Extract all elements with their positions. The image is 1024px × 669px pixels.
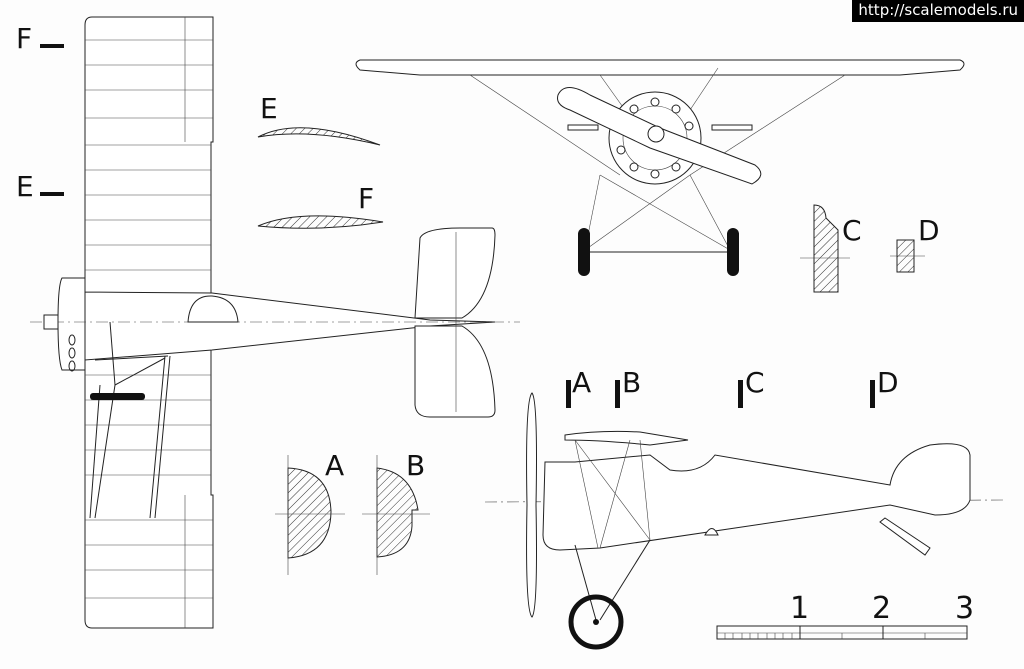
airfoil-label-e: E bbox=[260, 92, 278, 125]
section-label-c: C bbox=[842, 214, 862, 247]
section-label-d: D bbox=[918, 214, 940, 247]
cabane-struts-side bbox=[574, 439, 651, 549]
airfoil-label-f: F bbox=[358, 182, 374, 215]
section-b bbox=[376, 467, 419, 558]
watermark: http://scalemodels.ru bbox=[852, 0, 1024, 22]
scale-label-2: 2 bbox=[872, 591, 891, 626]
wheel-right-front bbox=[727, 228, 739, 276]
strut-sections-cd: C D bbox=[800, 204, 940, 293]
station-markers: A B C D bbox=[566, 366, 899, 408]
scale-bar: 1 2 3 bbox=[716, 591, 974, 640]
fuselage-side bbox=[542, 443, 971, 551]
wheel-side bbox=[568, 594, 624, 650]
cockpit bbox=[187, 295, 239, 323]
spinner-front bbox=[647, 125, 665, 143]
scale-label-3: 3 bbox=[955, 591, 974, 626]
landing-gear-top bbox=[89, 321, 171, 519]
upper-wing-side bbox=[564, 430, 689, 446]
top-view: F E bbox=[16, 16, 520, 629]
semicircle-port bbox=[704, 528, 719, 536]
axle-wheels bbox=[90, 393, 145, 400]
tail-skid bbox=[879, 517, 931, 556]
front-view bbox=[355, 59, 965, 276]
side-view bbox=[484, 392, 1006, 650]
airfoil-f bbox=[257, 215, 384, 229]
lower-wing-stub-right bbox=[711, 124, 753, 131]
section-label-a: A bbox=[325, 449, 344, 482]
station-marker-d: D bbox=[877, 366, 899, 399]
strut-sections-ab: A B bbox=[275, 449, 430, 575]
exhaust-ports bbox=[68, 334, 76, 372]
station-marker-a: A bbox=[572, 366, 591, 399]
section-c bbox=[813, 204, 839, 293]
section-label-b: B bbox=[406, 449, 425, 482]
horizontal-tail-bottom bbox=[414, 325, 496, 418]
airfoil-e bbox=[257, 127, 381, 146]
section-marker-f: F bbox=[16, 22, 32, 55]
lower-wing-stub-left bbox=[567, 124, 599, 131]
landing-gear-side bbox=[574, 539, 651, 621]
propeller-side bbox=[526, 392, 537, 618]
airfoil-sections: E F bbox=[257, 92, 384, 229]
section-a bbox=[287, 467, 332, 559]
wheel-left-front bbox=[578, 228, 590, 276]
propeller-hub bbox=[43, 314, 59, 330]
station-marker-c: C bbox=[745, 366, 765, 399]
station-marker-b: B bbox=[622, 366, 641, 399]
section-line-f bbox=[40, 44, 64, 48]
section-marker-e: E bbox=[16, 170, 34, 203]
horizontal-tail-top bbox=[414, 227, 496, 319]
wheel-hub-side bbox=[593, 619, 599, 625]
section-line-e bbox=[40, 192, 64, 196]
scale-label-1: 1 bbox=[790, 591, 809, 626]
upper-wing-front bbox=[355, 59, 965, 76]
